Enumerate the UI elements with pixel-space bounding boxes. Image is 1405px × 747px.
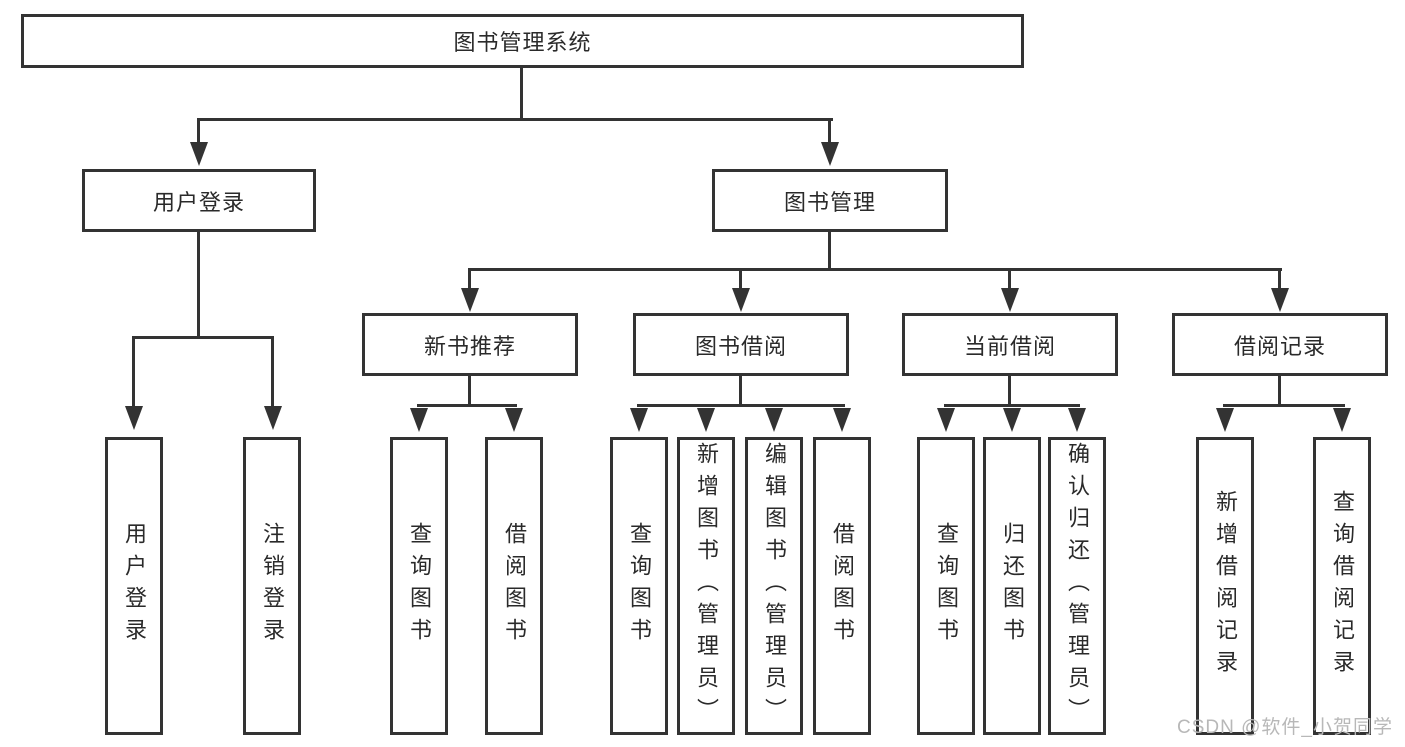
arrowhead-nb-borrow-books [505, 408, 523, 432]
leaf-cb-return-books-label: 归还图书 [1000, 522, 1025, 650]
arrowhead-book-management [821, 142, 839, 166]
leaf-user-login-label: 用户登录 [122, 522, 147, 650]
leaf-br-query-record-label: 查询借阅记录 [1330, 490, 1355, 682]
arrowhead-bb-query-books [630, 408, 648, 432]
leaf-br-add-record-label: 新增借阅记录 [1213, 490, 1238, 682]
leaf-bb-add-books-admin-label: 新增图书（管理员） [694, 442, 719, 730]
watermark: CSDN @软件_小贺同学 [1177, 717, 1393, 738]
leaf-logout-label: 注销登录 [260, 522, 285, 650]
arrowhead-cb-query-books [937, 408, 955, 432]
connector-current-borrow-bar [944, 404, 1080, 407]
arrowhead-cb-confirm-return [1068, 408, 1086, 432]
leaf-bb-borrow-books-label: 借阅图书 [830, 522, 855, 650]
arrowhead-book-borrow [732, 288, 750, 312]
leaf-br-add-record: 新增借阅记录 [1196, 437, 1254, 735]
leaf-bb-borrow-books: 借阅图书 [813, 437, 871, 735]
node-root: 图书管理系统 [21, 14, 1024, 68]
connector-book-borrow-drop [739, 268, 742, 292]
node-user-login: 用户登录 [82, 169, 316, 232]
connector-borrow-records-drop [1278, 268, 1281, 292]
connector-borrow-records-stem [1278, 374, 1281, 407]
node-book-borrow: 图书借阅 [633, 313, 849, 376]
connector-user-login-drop [197, 118, 200, 145]
connector-leaf-logout-drop [271, 336, 274, 408]
node-borrow-records: 借阅记录 [1172, 313, 1388, 376]
leaf-br-query-record: 查询借阅记录 [1313, 437, 1371, 735]
arrowhead-bb-add-books [697, 408, 715, 432]
leaf-cb-confirm-return-admin: 确认归还（管理员） [1048, 437, 1106, 735]
arrowhead-new-book-recommend [461, 288, 479, 312]
connector-book-borrow-stem [739, 374, 742, 407]
connector-leaf-user-login-drop [132, 336, 135, 408]
arrowhead-br-query-record [1333, 408, 1351, 432]
leaf-cb-query-books-label: 查询图书 [934, 522, 959, 650]
leaf-cb-query-books: 查询图书 [917, 437, 975, 735]
leaf-bb-edit-books-admin-label: 编辑图书（管理员） [762, 442, 787, 730]
node-current-borrow: 当前借阅 [902, 313, 1118, 376]
leaf-logout: 注销登录 [243, 437, 301, 735]
leaf-cb-return-books: 归还图书 [983, 437, 1041, 735]
connector-book-management-bar [468, 268, 1282, 271]
node-new-book-recommend: 新书推荐 [362, 313, 578, 376]
connector-root-bar [197, 118, 833, 121]
connector-new-book-drop [468, 268, 471, 292]
connector-book-management-drop [828, 118, 831, 145]
arrowhead-bb-borrow-books [833, 408, 851, 432]
arrowhead-leaf-user-login [125, 406, 143, 430]
arrowhead-current-borrow [1001, 288, 1019, 312]
leaf-nb-borrow-books: 借阅图书 [485, 437, 543, 735]
connector-book-management-stem [828, 231, 831, 271]
arrowhead-nb-query-books [410, 408, 428, 432]
connector-borrow-records-bar [1223, 404, 1345, 407]
arrowhead-leaf-logout [264, 406, 282, 430]
connector-new-book-bar [417, 404, 517, 407]
connector-user-login-bar [132, 336, 274, 339]
arrowhead-cb-return-books [1003, 408, 1021, 432]
node-book-management: 图书管理 [712, 169, 948, 232]
arrowhead-user-login [190, 142, 208, 166]
arrowhead-bb-edit-books [765, 408, 783, 432]
leaf-nb-query-books: 查询图书 [390, 437, 448, 735]
leaf-cb-confirm-return-admin-label: 确认归还（管理员） [1065, 442, 1090, 730]
connector-new-book-stem [468, 374, 471, 407]
leaf-bb-query-books-label: 查询图书 [627, 522, 652, 650]
arrowhead-borrow-records [1271, 288, 1289, 312]
leaf-bb-edit-books-admin: 编辑图书（管理员） [745, 437, 803, 735]
connector-user-login-stem [197, 231, 200, 338]
leaf-bb-add-books-admin: 新增图书（管理员） [677, 437, 735, 735]
connector-book-borrow-bar [637, 404, 845, 407]
leaf-user-login: 用户登录 [105, 437, 163, 735]
leaf-nb-query-books-label: 查询图书 [407, 522, 432, 650]
leaf-bb-query-books: 查询图书 [610, 437, 668, 735]
connector-root-stem [520, 66, 523, 120]
leaf-nb-borrow-books-label: 借阅图书 [502, 522, 527, 650]
connector-current-borrow-drop [1008, 268, 1011, 292]
arrowhead-br-add-record [1216, 408, 1234, 432]
connector-current-borrow-stem [1008, 374, 1011, 407]
